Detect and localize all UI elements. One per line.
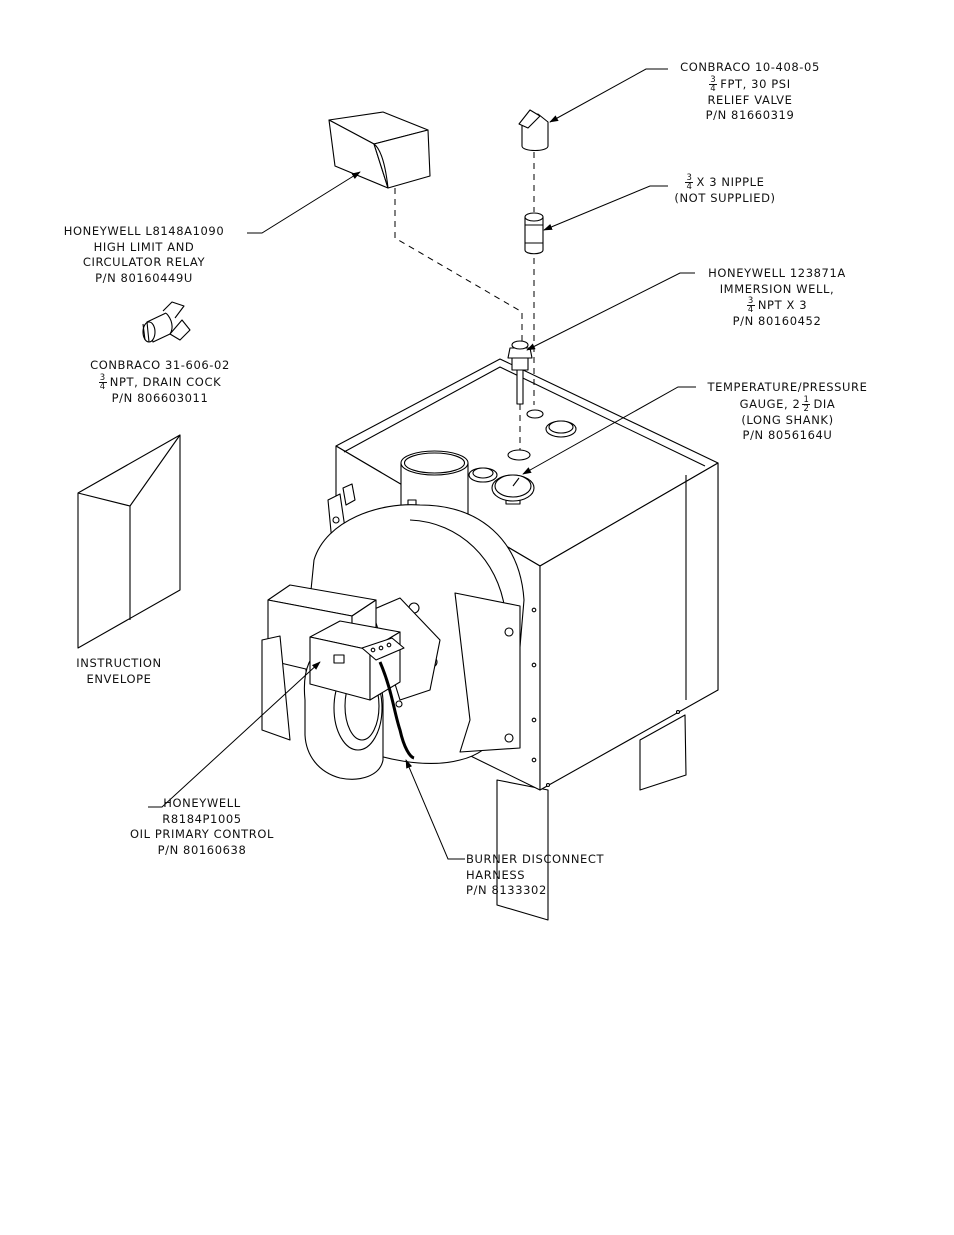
nipple-note: (NOT SUPPLIED) bbox=[674, 191, 776, 205]
gauge-pn: P/N 8056164U bbox=[742, 428, 833, 442]
immersion-well-model: HONEYWELL 123871A bbox=[708, 266, 846, 280]
relief-valve-pn: P/N 81660319 bbox=[705, 108, 795, 122]
envelope-line2: ENVELOPE bbox=[86, 671, 152, 686]
nipple bbox=[525, 213, 543, 254]
instruction-envelope bbox=[78, 435, 180, 648]
relief-valve bbox=[519, 110, 548, 151]
relief-valve-desc: RELIEF VALVE bbox=[707, 92, 793, 107]
relief-valve-model: CONBRACO 10-408-05 bbox=[680, 60, 820, 74]
high-limit-desc1: HIGH LIMIT AND bbox=[93, 239, 195, 254]
callout-harness: BURNER DISCONNECT HARNESS P/N 8133302 bbox=[466, 852, 604, 899]
immersion-well-desc: IMMERSION WELL, bbox=[719, 281, 835, 296]
leader-lines bbox=[148, 69, 696, 859]
high-limit-model: HONEYWELL L8148A1090 bbox=[63, 224, 225, 238]
high-limit-pn: P/N 80160449U bbox=[95, 270, 193, 285]
burner-assembly bbox=[262, 484, 524, 779]
relay-box bbox=[329, 112, 430, 188]
oil-primary-model: R8184P1005 bbox=[162, 811, 242, 826]
gauge-title: TEMPERATURE/PRESSURE bbox=[707, 380, 868, 394]
harness-line2: HARNESS bbox=[466, 867, 526, 882]
oil-primary-brand: HONEYWELL bbox=[163, 796, 241, 810]
gauge-shank: (LONG SHANK) bbox=[741, 412, 834, 427]
drain-cock-model: CONBRACO 31-606-02 bbox=[90, 358, 230, 372]
callout-high-limit: HONEYWELL L8148A1090 HIGH LIMIT AND CIRC… bbox=[44, 224, 244, 286]
drain-cock-pn: P/N 806603011 bbox=[111, 390, 209, 405]
callout-envelope: INSTRUCTION ENVELOPE bbox=[64, 656, 174, 687]
oil-primary-desc: OIL PRIMARY CONTROL bbox=[129, 827, 275, 841]
drain-cock bbox=[143, 302, 190, 342]
harness-pn: P/N 8133302 bbox=[466, 883, 547, 897]
harness-line1: BURNER DISCONNECT bbox=[466, 852, 605, 866]
oil-primary-pn: P/N 80160638 bbox=[157, 842, 247, 857]
envelope-line1: INSTRUCTION bbox=[76, 656, 162, 670]
immersion-well-pn: P/N 80160452 bbox=[732, 314, 822, 328]
assembly-lines bbox=[395, 152, 534, 450]
high-limit-desc2: CIRCULATOR RELAY bbox=[82, 255, 206, 269]
immersion-well bbox=[508, 341, 532, 404]
harness-wire bbox=[380, 662, 414, 758]
callout-oil-primary: HONEYWELL R8184P1005 OIL PRIMARY CONTROL… bbox=[112, 796, 292, 858]
